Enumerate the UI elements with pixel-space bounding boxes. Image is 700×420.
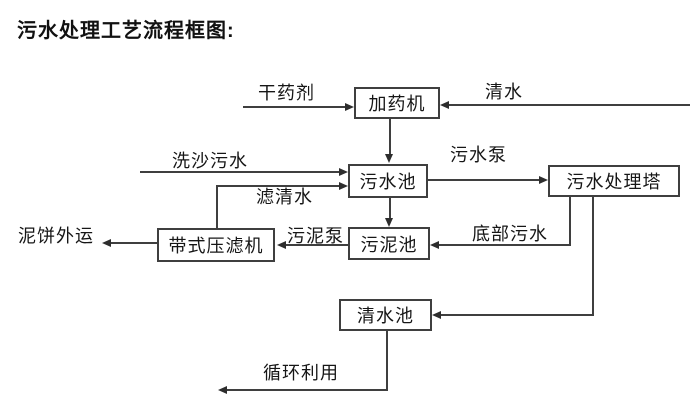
label-sand-washing-sewage: 洗沙污水 [172, 151, 248, 171]
page-title: 污水处理工艺流程框图: [17, 20, 235, 42]
arrowhead-left-icon [430, 241, 439, 249]
connector-dry-agent-to-dosing [243, 106, 346, 108]
node-clean-water-pool: 清水池 [339, 299, 432, 331]
node-dosing-machine: 加药机 [354, 87, 440, 119]
connector-sand-washing-to-sewage-pool [140, 171, 340, 173]
connector-clean-pool-to-recycle-riser [386, 331, 388, 391]
connector-sewage-pool-to-sludge-pool [389, 198, 391, 220]
arrowhead-right-icon [339, 182, 348, 190]
connector-press-to-sewage-pool [216, 185, 340, 187]
node-belt-filter-press: 带式压滤机 [157, 228, 275, 262]
label-filtered-water: 滤清水 [256, 187, 313, 207]
connector-tower-to-clean-pool [440, 314, 594, 316]
arrowhead-left-icon [440, 101, 449, 109]
label-sewage-pump: 污水泵 [450, 145, 507, 165]
arrowhead-right-icon [339, 168, 348, 176]
label-clean-water: 清水 [485, 82, 523, 102]
label-recycle-use: 循环利用 [263, 363, 339, 383]
connector-tower-to-sludge-pool [438, 244, 571, 246]
arrowhead-left-icon [102, 239, 111, 247]
connector-tower-to-clean-pool-riser [592, 197, 594, 316]
connector-clean-water-to-dosing [449, 104, 690, 106]
arrowhead-down-icon [385, 154, 393, 163]
arrowhead-down-icon [385, 218, 393, 227]
arrowhead-left-icon [277, 241, 286, 249]
label-dry-agent: 干药剂 [258, 83, 315, 103]
connector-press-to-cake-out [110, 242, 157, 244]
connector-dosing-to-sewage-pool [389, 119, 391, 155]
node-treatment-tower: 污水处理塔 [548, 165, 680, 197]
node-sewage-pool: 污水池 [348, 164, 428, 198]
label-sludge-cake-out: 泥饼外运 [18, 226, 94, 246]
arrowhead-left-icon [218, 386, 227, 394]
connector-sludge-pool-to-press [285, 244, 348, 246]
connector-tower-to-sludge-pool-riser [569, 197, 571, 246]
node-sludge-pool: 污泥池 [348, 227, 430, 260]
arrowhead-right-icon [345, 103, 354, 111]
arrowhead-right-icon [539, 176, 548, 184]
connector-press-to-sewage-pool-riser [216, 185, 218, 228]
label-bottom-sewage: 底部污水 [472, 224, 548, 244]
connector-clean-pool-to-recycle [226, 389, 388, 391]
arrowhead-left-icon [432, 311, 441, 319]
connector-sewage-pool-to-tower [428, 179, 540, 181]
label-sludge-pump: 污泥泵 [287, 226, 344, 246]
